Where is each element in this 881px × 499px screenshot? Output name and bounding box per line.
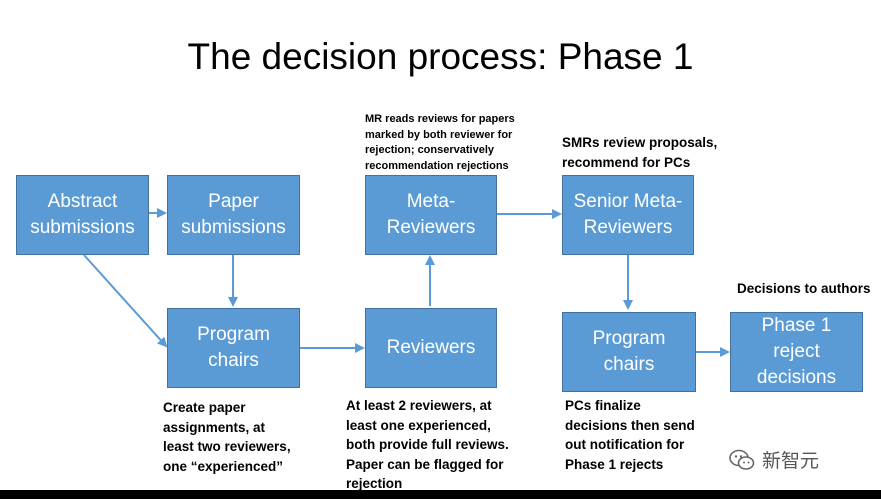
slide-title: The decision process: Phase 1 <box>187 36 694 77</box>
bottom-bar <box>0 490 881 499</box>
arrow-abstract-to-program-chairs <box>83 254 168 348</box>
senior-meta-reviewers-box: Senior Meta- Reviewers <box>562 175 694 255</box>
decisions-to-authors-note: Decisions to authors <box>737 281 871 296</box>
senior-meta-reviewer-note: SMRs review proposals, recommend for PCs <box>562 135 718 170</box>
reviewers-box: Reviewers <box>365 308 497 388</box>
program-chairs-final-box: Program chairs <box>562 312 696 392</box>
program-chairs-box: Program chairs <box>167 308 300 388</box>
meta-reviewers-box: Meta- Reviewers <box>365 175 497 255</box>
watermark-text: 新智元 <box>762 451 820 472</box>
abstract-submissions-box: Abstract submissions <box>16 175 149 255</box>
wechat-icon <box>729 449 755 470</box>
phase1-reject-decisions-box: Phase 1 reject decisions <box>730 312 863 392</box>
pcs-finalize-note: PCs finalize decisions then send out not… <box>565 398 695 472</box>
meta-reviewer-note: MR reads reviews for papers marked by bo… <box>365 113 515 172</box>
paper-submissions-box: Paper submissions <box>167 175 300 255</box>
reviewers-note: At least 2 reviewers, at least one exper… <box>346 398 509 491</box>
watermark: 新智元 <box>728 446 819 473</box>
program-chairs-note: Create paper assignments, at least two r… <box>163 400 291 474</box>
